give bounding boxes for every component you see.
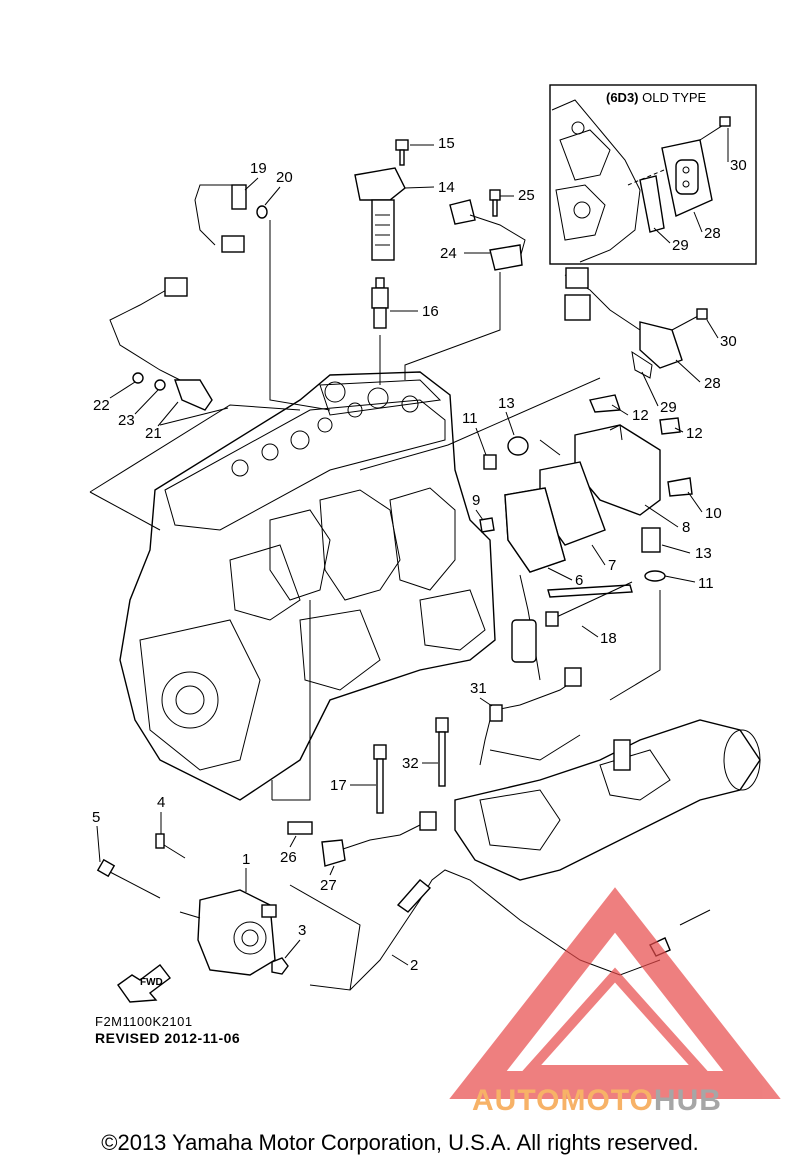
- callout-19: 19: [250, 160, 267, 177]
- copyright: ©2013 Yamaha Motor Corporation, U.S.A. A…: [101, 1130, 699, 1155]
- inset-label: OLD TYPE: [642, 90, 707, 105]
- old-type-inset: [549, 84, 757, 265]
- callout-21: 21: [145, 425, 162, 442]
- bolt-15: [395, 139, 409, 166]
- callout-14: 14: [438, 179, 455, 196]
- callout-8: 8: [682, 519, 690, 536]
- callout-10: 10: [705, 505, 722, 522]
- callout-24: 24: [440, 245, 457, 262]
- callout-11-top: 11: [462, 410, 478, 427]
- fwd-arrow-icon: FWD: [117, 964, 171, 1003]
- pin-4: [155, 833, 186, 859]
- callout-29-main: 29: [660, 399, 677, 416]
- sensor-24: [449, 189, 526, 271]
- ignition-coil: [354, 167, 406, 261]
- cable-tie-17: [373, 744, 387, 814]
- callout-1: 1: [242, 851, 250, 868]
- inset-code: (6D3): [606, 90, 639, 105]
- callout-9: 9: [472, 492, 480, 509]
- fwd-label: FWD: [140, 977, 163, 988]
- callout-17: 17: [330, 777, 347, 794]
- callout-13-top: 13: [498, 395, 515, 412]
- callout-28-main: 28: [704, 375, 721, 392]
- sensor-harness-19: [194, 184, 268, 253]
- callout-12-right: 12: [686, 425, 703, 442]
- watermark-text: AUTOMOTOHUB: [472, 1084, 722, 1118]
- callout-23: 23: [118, 412, 135, 429]
- diagram-code: F2M1100K2101: [95, 1014, 193, 1029]
- revised-date: REVISED 2012-11-06: [95, 1030, 241, 1046]
- callout-3: 3: [298, 922, 306, 939]
- callout-11-bottom: 11: [698, 575, 714, 592]
- callout-7: 7: [608, 557, 616, 574]
- watermark-text-part1: AUTOMOTO: [472, 1084, 654, 1117]
- callout-5: 5: [92, 809, 100, 826]
- spark-plug: [371, 277, 389, 329]
- callout-15: 15: [438, 135, 455, 152]
- sensor-21: [109, 277, 213, 411]
- engine-block: [119, 371, 496, 801]
- callouts: 1 2 3 4 5 6 7 8 9 10 11 11 12 12 13 13 1…: [92, 128, 747, 974]
- callout-30-main: 30: [720, 333, 737, 350]
- inset-title: (6D3) OLD TYPE: [606, 90, 706, 105]
- callout-27: 27: [320, 877, 337, 894]
- ecu-6: [504, 487, 566, 573]
- nut-3: [271, 957, 289, 975]
- callout-20: 20: [276, 169, 293, 186]
- callout-13-bottom: 13: [695, 545, 712, 562]
- harness-27: [321, 811, 437, 867]
- callout-22: 22: [93, 397, 110, 414]
- callout-28-inset: 28: [704, 225, 721, 242]
- sensor-28: [564, 267, 708, 379]
- sensor-26: [287, 821, 313, 835]
- screw-5: [96, 858, 161, 899]
- callout-6: 6: [575, 572, 583, 589]
- callout-30-inset: 30: [730, 157, 747, 174]
- bolt-18: [545, 581, 633, 627]
- callout-25: 25: [518, 187, 535, 204]
- watermark-logo: [449, 887, 781, 1099]
- intake-manifold: [454, 719, 761, 881]
- watermark-text-part2: HUB: [653, 1084, 722, 1117]
- cable-tie-32: [435, 717, 449, 787]
- callout-18: 18: [600, 630, 617, 647]
- callout-4: 4: [157, 794, 165, 811]
- throttle-body-1: [197, 889, 277, 976]
- callout-26: 26: [280, 849, 297, 866]
- callout-29-inset: 29: [672, 237, 689, 254]
- callout-2: 2: [410, 957, 418, 974]
- callout-16: 16: [422, 303, 439, 320]
- callout-32: 32: [402, 755, 419, 772]
- callout-12-left: 12: [632, 407, 649, 424]
- callout-31: 31: [470, 680, 487, 697]
- cable-31: [479, 667, 582, 766]
